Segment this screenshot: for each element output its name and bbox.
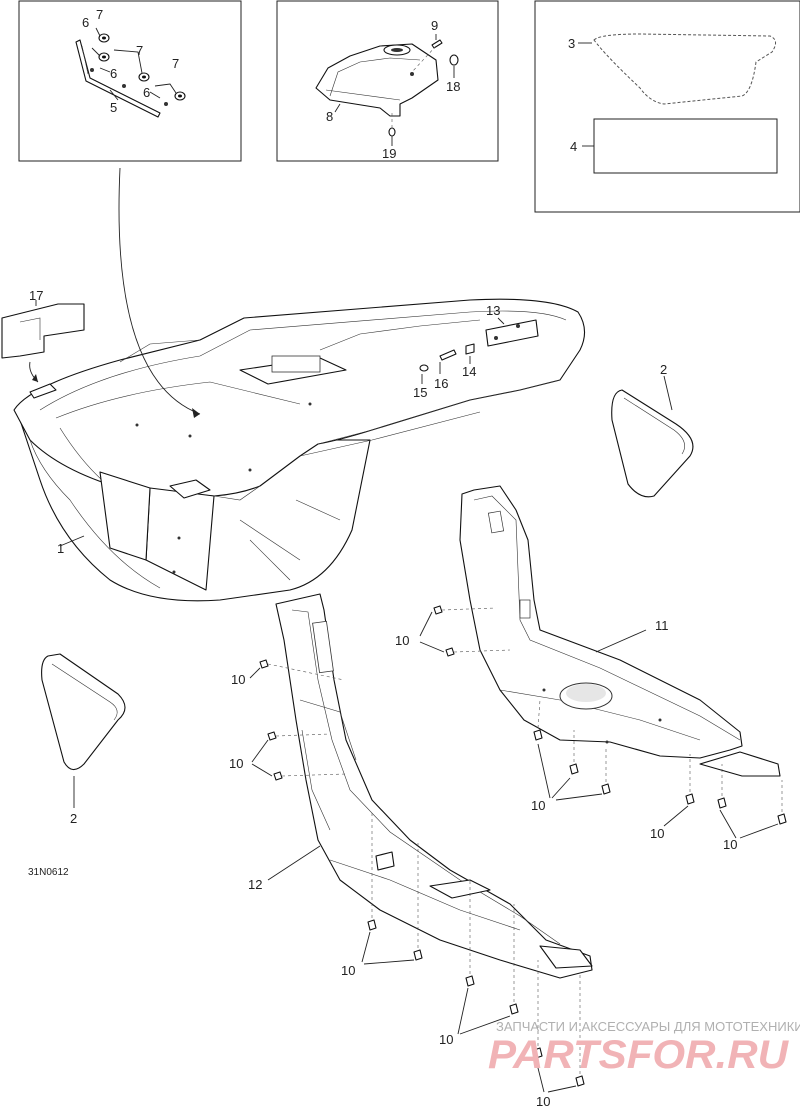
callout-6-c: 6 [143,85,150,100]
callout-7-b: 7 [136,43,143,58]
callout-14: 14 [462,364,476,379]
callout-15: 15 [413,385,427,400]
callout-4: 4 [570,139,577,154]
bottom-panel-11 [459,485,781,777]
callout-10-d: 10 [531,798,545,813]
diagram-code: 31N0612 [28,867,69,878]
callout-10-b: 10 [231,672,245,687]
callout-10-e: 10 [650,826,664,841]
hull-assembly [13,298,586,602]
callout-13: 13 [486,303,500,318]
callout-19: 19 [382,146,396,161]
callout-11: 11 [655,618,669,633]
callout-12: 12 [248,877,262,892]
decal-outline [593,33,776,105]
callout-17: 17 [29,288,43,303]
callout-10-a: 10 [395,633,409,648]
washers [90,33,186,106]
callout-9: 9 [431,18,438,33]
callout-18: 18 [446,79,460,94]
bottom-panel-12 [275,593,593,979]
callout-5: 5 [110,100,117,115]
inset-box-labels [534,0,800,213]
side-panel-left [41,653,126,771]
seal-strip [75,39,161,118]
callout-10-f: 10 [723,837,737,852]
callout-3: 3 [568,36,575,51]
callout-1: 1 [57,541,64,556]
callout-6-b: 6 [110,66,117,81]
inset-box-seal-detail [18,0,242,162]
storage-cover [315,43,439,117]
callout-10-g: 10 [341,963,355,978]
callout-16: 16 [434,376,448,391]
inset-box-cover-detail [276,0,499,162]
side-panel-right [611,389,694,498]
callout-10-h: 10 [439,1032,453,1047]
screws [249,605,787,1093]
callout-7-a: 7 [96,7,103,22]
callout-2-a: 2 [660,362,667,377]
callout-2-b: 2 [70,811,77,826]
callout-10-i: 10 [536,1094,550,1109]
watermark-brand: PARTSFOR.RU [488,1033,789,1077]
watermark-tagline: ЗАПЧАСТИ И АКСЕССУАРЫ ДЛЯ МОТОТЕХНИКИ [496,1019,800,1034]
callout-10-c: 10 [229,756,243,771]
callout-8: 8 [326,109,333,124]
foam-block [1,303,85,359]
callout-7-c: 7 [172,56,179,71]
callout-labels: 7 6 7 7 6 6 5 9 18 8 19 3 4 17 13 14 16 … [28,7,737,1109]
callout-6-a: 6 [82,15,89,30]
decal-rect [593,118,778,174]
